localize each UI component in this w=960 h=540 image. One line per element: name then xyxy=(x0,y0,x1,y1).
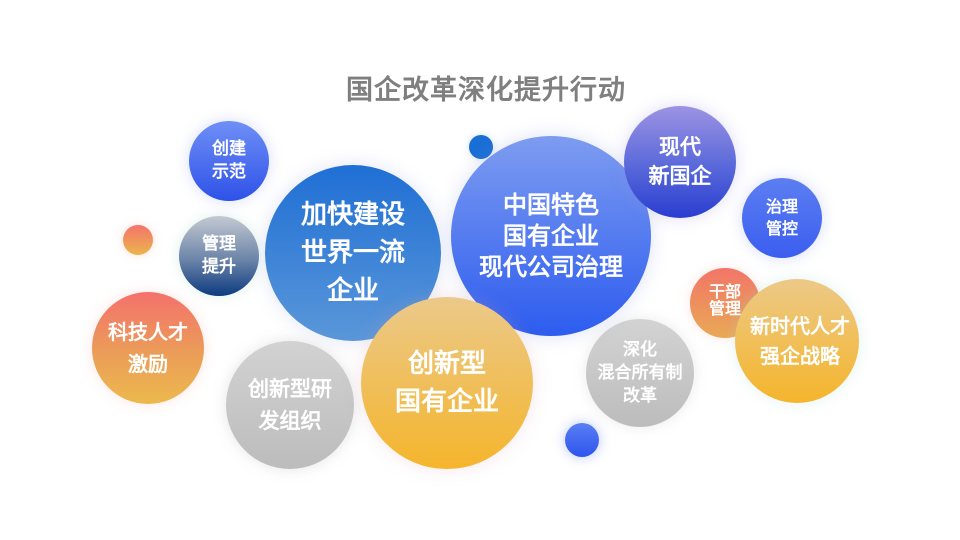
bubble-label: 科技人才 xyxy=(108,320,188,344)
bubble-label: 中国特色 xyxy=(503,190,599,219)
bubble-label: 强企战略 xyxy=(760,344,840,368)
bubble-label: 管控 xyxy=(765,219,798,238)
bubble-label: 管理 xyxy=(708,299,741,318)
bubble-management-improvement: 管理 提升 xyxy=(179,216,259,296)
bubble-label: 激励 xyxy=(128,352,168,376)
bubble-label: 国有企业 xyxy=(394,387,499,417)
bubble-label: 提升 xyxy=(202,257,236,277)
bubble-innovative-soe: 创新型 国有企业 xyxy=(361,297,533,469)
decorative-dot-blue xyxy=(565,423,599,457)
bubble-modern-corporate-governance: 中国特色 国有企业 现代公司治理 xyxy=(451,136,651,336)
bubble-label: 混合所有制 xyxy=(597,362,683,383)
bubble-modern-new-soe: 现代 新国企 xyxy=(624,106,736,218)
bubble-label: 深化 xyxy=(623,339,657,360)
bubble-label: 管理 xyxy=(202,234,236,254)
bubble-label: 加快建设 xyxy=(300,200,405,230)
bubble-label: 改革 xyxy=(623,385,657,406)
bubble-label: 创新型 xyxy=(407,349,486,379)
page-title: 国企改革深化提升行动 xyxy=(346,75,626,106)
bubble-label: 干部 xyxy=(708,282,741,301)
bubble-label: 世界一流 xyxy=(300,238,405,268)
bubble-label: 新时代人才 xyxy=(750,314,850,338)
bubble-create-demonstration: 创建 示范 xyxy=(189,121,269,201)
bubble-innovative-rd-organization: 创新型研 发组织 xyxy=(226,341,354,469)
bubble-label: 治理 xyxy=(765,197,798,216)
bubble-mixed-ownership-reform: 深化 混合所有制 改革 xyxy=(586,319,694,427)
bubble-label: 发组织 xyxy=(258,409,322,433)
bubble-label: 国有企业 xyxy=(503,221,599,250)
bubble-label: 新国企 xyxy=(648,164,712,188)
decorative-dot-orange xyxy=(123,225,153,255)
bubble-label: 现代 xyxy=(659,135,701,159)
bubble-label: 创新型研 xyxy=(248,377,332,401)
bubble-label: 现代公司治理 xyxy=(479,252,623,281)
bubble-new-era-talent-strategy: 新时代人才 强企战略 xyxy=(735,279,859,403)
bubble-label: 示范 xyxy=(212,162,246,182)
bubble-governance-control: 治理 管控 xyxy=(742,178,822,258)
bubble-label: 创建 xyxy=(212,139,246,159)
bubble-world-class-enterprise: 加快建设 世界一流 企业 xyxy=(265,165,441,341)
decorative-dot-blue-small xyxy=(469,135,493,159)
bubble-tech-talent-incentive: 科技人才 激励 xyxy=(92,292,204,404)
bubble-label: 企业 xyxy=(326,276,379,306)
